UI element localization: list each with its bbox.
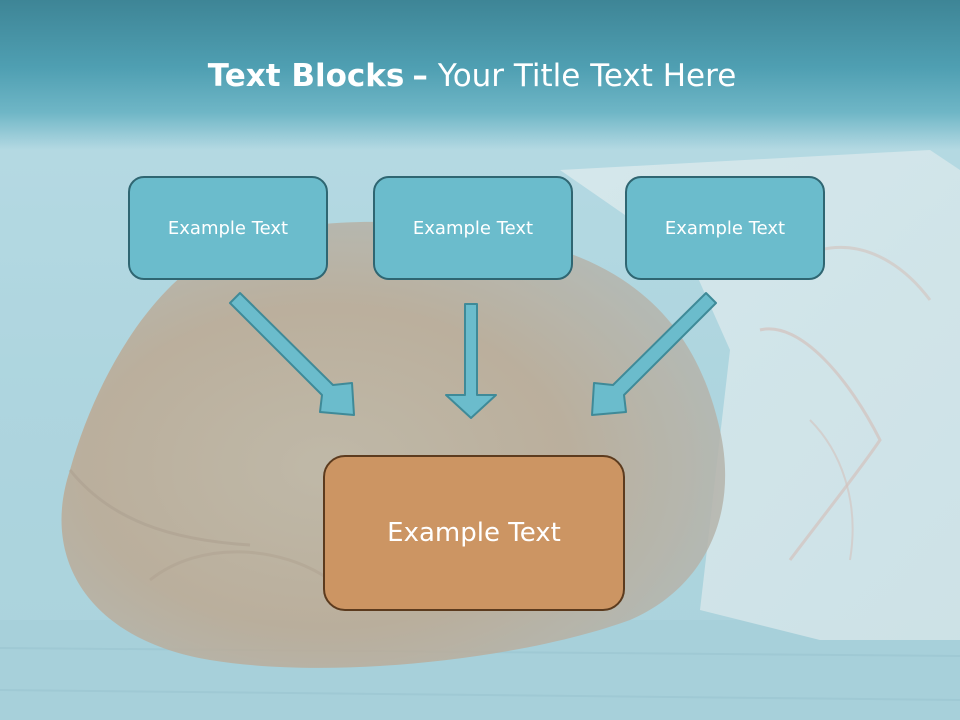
arrow-left-icon (229, 292, 355, 416)
title-bold: Text Blocks (207, 58, 405, 94)
arrow-right-icon (591, 292, 717, 416)
arrow-center-icon (445, 303, 497, 419)
title-separator: – (412, 58, 428, 94)
title-rest: Your Title Text Here (437, 58, 737, 94)
text-block-left-label: Example Text (167, 217, 289, 239)
text-block-bottom-label: Example Text (387, 518, 561, 548)
text-block-bottom[interactable]: Example Text (323, 455, 625, 611)
text-block-center-label: Example Text (412, 217, 534, 239)
text-block-left[interactable]: Example Text (128, 176, 328, 280)
text-block-right-label: Example Text (664, 217, 786, 239)
text-block-center[interactable]: Example Text (373, 176, 573, 280)
slide-title: Text Blocks–Your Title Text Here (0, 52, 944, 100)
text-block-right[interactable]: Example Text (625, 176, 825, 280)
header-band (0, 0, 960, 150)
